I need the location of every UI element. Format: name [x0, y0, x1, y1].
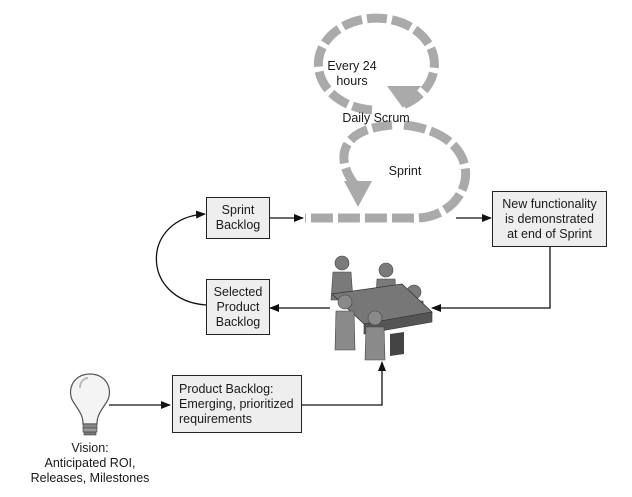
lightbulb-icon: [69, 373, 111, 436]
vision-label: Vision: Anticipated ROI, Releases, Miles…: [30, 441, 150, 485]
daily-cycle-arrowhead: [387, 86, 421, 108]
sprint-backlog-box: Sprint Backlog: [206, 197, 270, 239]
arrow-new-functionality-to-team: [431, 247, 551, 312]
product-backlog-box: Product Backlog: Emerging, prioritized r…: [172, 375, 302, 433]
daily-cycle-loop: [313, 13, 439, 115]
team-meeting-icon: [330, 255, 433, 361]
sprint-cycle-arrowhead: [344, 181, 372, 207]
sprint-label: Sprint: [388, 164, 422, 178]
arrow-selected-to-sprint-backlog: [155, 210, 207, 306]
new-functionality-box: New functionality is demonstrated at end…: [492, 191, 607, 247]
arrow-product-backlog-to-team: [302, 361, 386, 406]
selected-product-backlog-box: Selected Product Backlog: [206, 279, 270, 335]
daily-cycle-label: Every 24 hours: [327, 59, 377, 88]
daily-scrum-label: Daily Scrum: [342, 111, 410, 125]
sprint-cycle-loop: [305, 120, 470, 223]
